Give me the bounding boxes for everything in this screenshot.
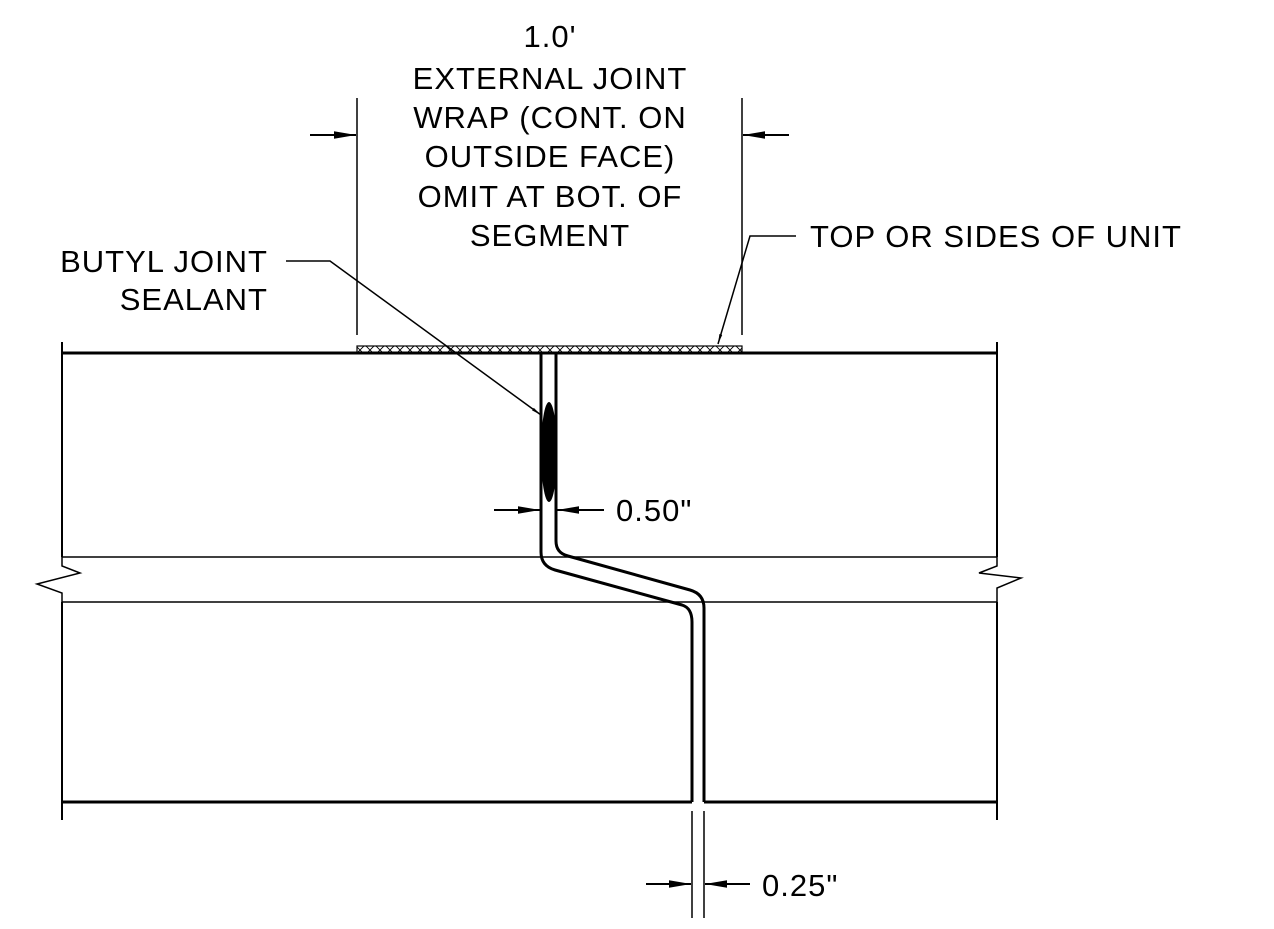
inner-gap-dimension: 0.50": [494, 493, 692, 528]
right-break-symbol: [978, 557, 1024, 602]
wrap-description-line-3: OUTSIDE FACE): [425, 139, 676, 174]
joint-right-face: [554, 353, 706, 802]
butyl-label-line-1: BUTYL JOINT: [60, 244, 268, 279]
butyl-sealant-bead: [541, 402, 557, 502]
joint-wrap-band: [356, 345, 743, 354]
wrap-description-line-1: EXTERNAL JOINT: [413, 61, 688, 96]
wrap-description-line-2: WRAP (CONT. ON: [413, 100, 687, 135]
butyl-sealant-callout: BUTYL JOINT SEALANT: [60, 244, 542, 416]
wrap-description-line-5: SEGMENT: [470, 218, 630, 253]
top-or-sides-leader: [717, 235, 796, 345]
inner-gap-value: 0.50": [616, 493, 692, 528]
top-or-sides-label: TOP OR SIDES OF UNIT: [810, 219, 1182, 254]
wrap-dimension-value: 1.0': [523, 19, 576, 54]
top-or-sides-callout: TOP OR SIDES OF UNIT: [717, 219, 1182, 345]
wrap-description-line-4: OMIT AT BOT. OF: [418, 179, 683, 214]
butyl-sealant-leader: [286, 260, 542, 416]
butyl-label-line-2: SEALANT: [120, 282, 268, 317]
outer-gap-dimension: 0.25": [646, 811, 838, 918]
joint-left-face: [539, 353, 694, 802]
left-break-symbol: [34, 557, 83, 602]
joint-profile: [539, 353, 706, 802]
external-joint-wrap: 1.0' EXTERNAL JOINT WRAP (CONT. ON OUTSI…: [310, 19, 789, 354]
outer-gap-value: 0.25": [762, 868, 838, 903]
segment-outlines: [34, 342, 1024, 820]
